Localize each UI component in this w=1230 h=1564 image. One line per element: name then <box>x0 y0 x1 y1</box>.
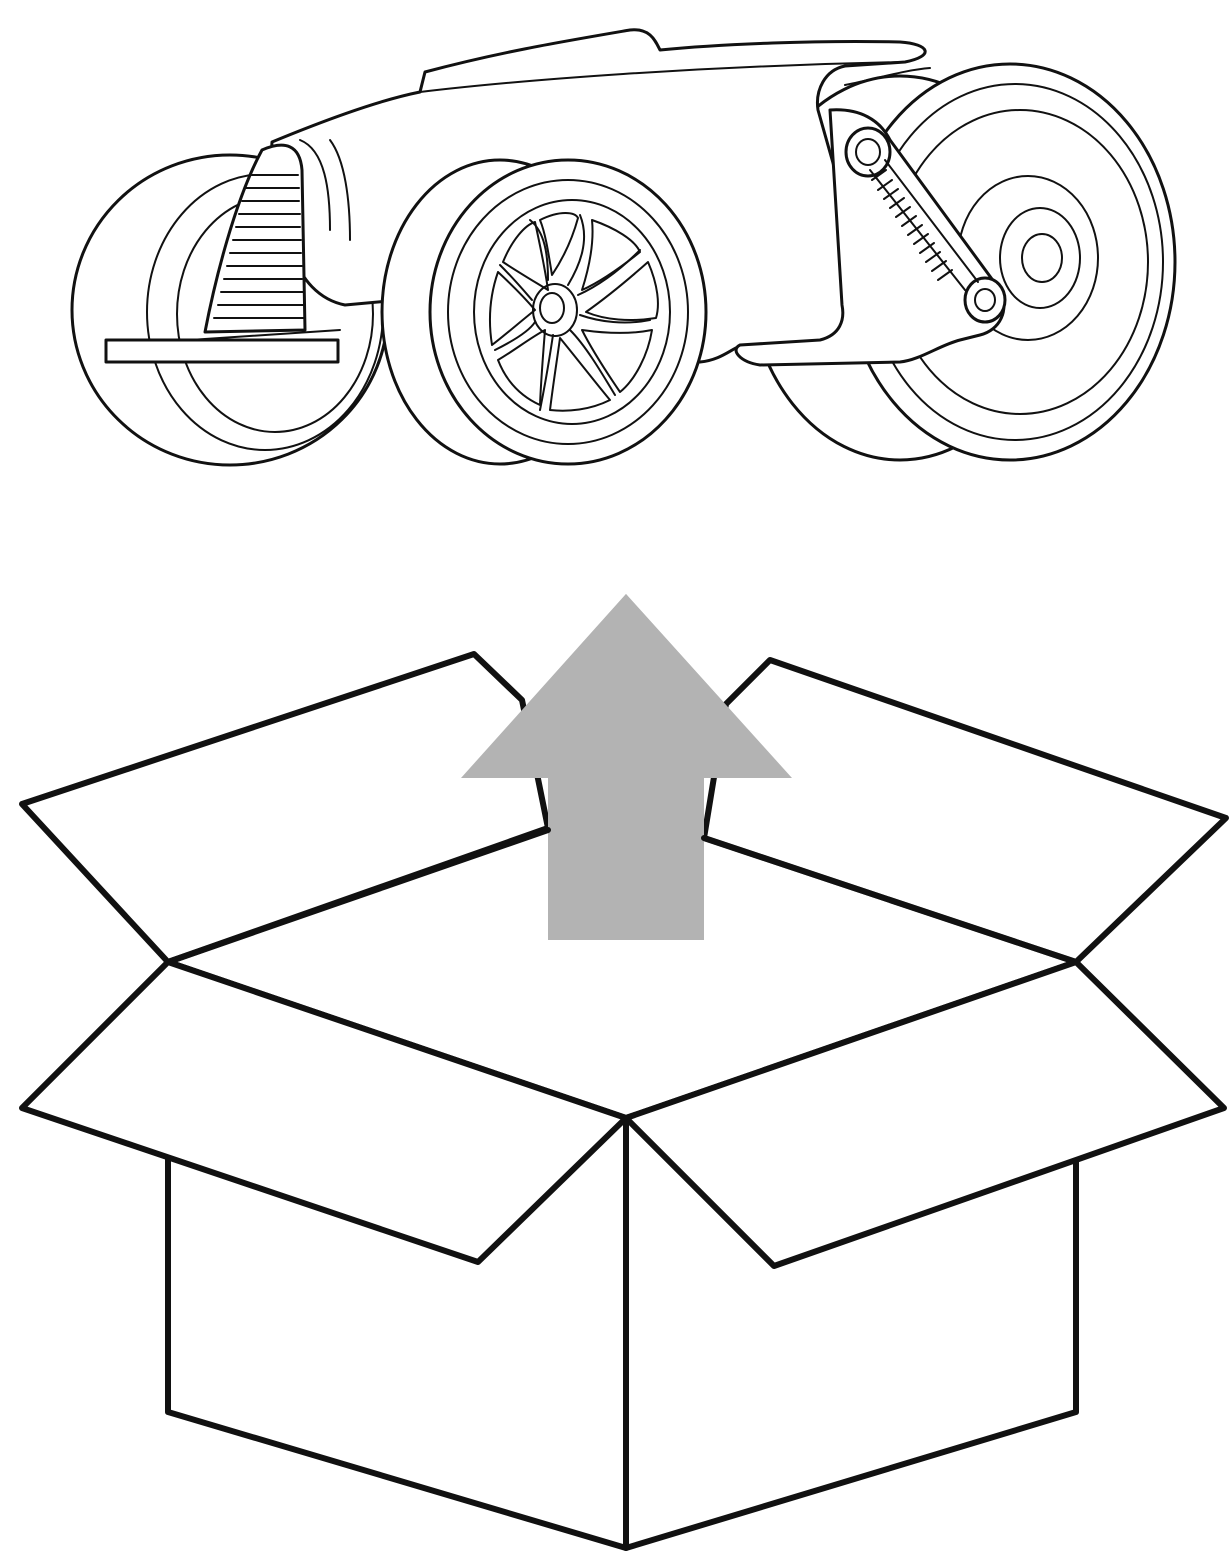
shock-absorber <box>844 126 1007 324</box>
brake-fork <box>104 143 341 364</box>
arrow-overlay <box>461 594 792 940</box>
middle-wheel <box>380 158 708 466</box>
caster-wheel-icon <box>70 28 1177 467</box>
open-box-icon <box>19 594 1229 1551</box>
